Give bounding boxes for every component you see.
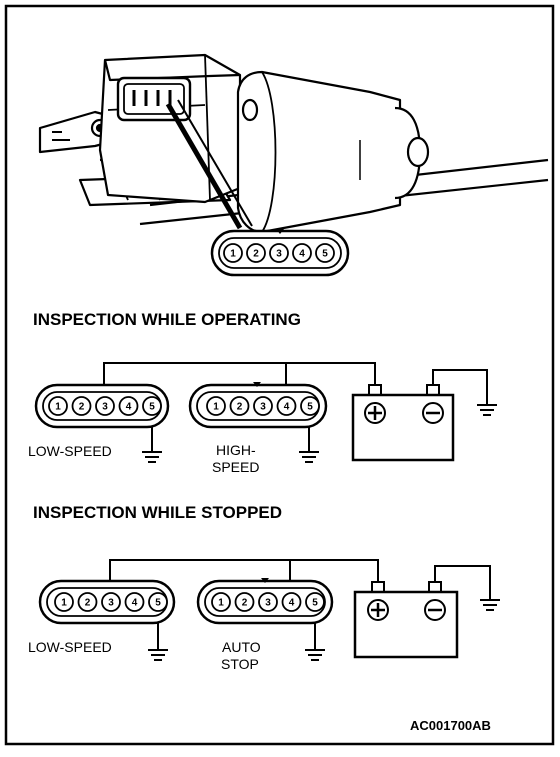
ground-icon [305, 649, 325, 661]
pin-label-stopped-low-2: 2 [85, 598, 91, 609]
figure-code: AC001700AB [410, 718, 491, 733]
wiring-stopped [109, 559, 491, 650]
battery-icon [353, 581, 459, 659]
pin-zoom-5 [315, 243, 335, 263]
pin-stopped-low-5 [148, 592, 168, 612]
label-high-speed-line2: SPEED [212, 459, 259, 475]
pin-stopped-low-2 [77, 592, 98, 612]
pin-label-operating-high-3: 3 [260, 402, 266, 413]
ground-icon [299, 451, 319, 463]
pin-label-stopped-low-1: 1 [61, 598, 67, 609]
pin-label-stopped-auto-5: 5 [312, 598, 318, 609]
pin-stopped-low-1 [54, 592, 74, 612]
pin-label-operating-high-5: 5 [307, 402, 313, 413]
pin-zoom-1 [223, 243, 243, 263]
pin-operating-low-5 [142, 396, 162, 416]
pin-operating-low-1 [48, 396, 68, 416]
pin-label-operating-high-4: 4 [284, 402, 290, 413]
pin-operating-low-4 [118, 396, 139, 416]
pin-stopped-auto-1 [211, 592, 231, 612]
pin-label-zoom-3: 3 [276, 249, 282, 260]
pin-label-operating-high-1: 1 [213, 402, 219, 413]
pin-label-stopped-auto-3: 3 [265, 598, 271, 609]
pin-label-stopped-auto-1: 1 [218, 598, 224, 609]
pin-label-zoom-2: 2 [253, 249, 259, 260]
pin-stopped-low-3 [101, 592, 121, 612]
pin-stopped-auto-3 [258, 592, 278, 612]
pin-layer: 1 2 3 4 5 1 2 3 4 5 1 2 3 4 5 1 2 3 4 5 1 2 3 4 5 [48, 243, 335, 612]
pin-label-stopped-low-5: 5 [155, 598, 161, 609]
label-auto-stop-line2: STOP [221, 656, 259, 672]
pin-operating-high-5 [300, 396, 320, 416]
ground-icon [477, 404, 497, 416]
key-mark [276, 229, 284, 234]
pin-operating-high-4 [276, 396, 297, 416]
ground-icon [480, 599, 500, 611]
pin-operating-high-3 [253, 396, 273, 416]
ground-icon [148, 649, 168, 661]
label-low-speed-operating: LOW-SPEED [28, 443, 112, 459]
pin-zoom-4 [292, 243, 312, 263]
ground-icon [142, 451, 162, 463]
pin-label-operating-low-2: 2 [79, 402, 85, 413]
pin-label-stopped-low-3: 3 [108, 598, 114, 609]
pin-label-stopped-auto-4: 4 [289, 598, 295, 609]
heading-stopped: INSPECTION WHILE STOPPED [33, 503, 282, 522]
pin-stopped-auto-4 [281, 592, 302, 612]
pin-stopped-auto-5 [305, 592, 325, 612]
label-auto-stop-line1: AUTO [222, 639, 261, 655]
pin-operating-high-2 [229, 396, 250, 416]
pin-operating-low-3 [95, 396, 115, 416]
battery-icon [351, 384, 455, 462]
pin-stopped-low-4 [124, 592, 145, 612]
pin-label-operating-low-4: 4 [126, 402, 132, 413]
outer-border [4, 4, 555, 746]
pin-zoom-3 [269, 243, 289, 263]
pin-operating-high-1 [206, 396, 226, 416]
pin-label-zoom-1: 1 [230, 249, 236, 260]
label-low-speed-stopped: LOW-SPEED [28, 639, 112, 655]
pin-label-zoom-4: 4 [299, 249, 305, 260]
label-high-speed-line1: HIGH- [216, 442, 256, 458]
pin-label-operating-low-3: 3 [102, 402, 108, 413]
pin-label-stopped-low-4: 4 [132, 598, 138, 609]
key-mark [261, 578, 269, 583]
heading-operating: INSPECTION WHILE OPERATING [33, 310, 301, 329]
wiper-motor-illustration [38, 53, 549, 234]
pin-zoom-2 [246, 243, 266, 263]
pin-label-stopped-auto-2: 2 [242, 598, 248, 609]
pin-label-zoom-5: 5 [322, 249, 328, 260]
key-mark [253, 382, 261, 387]
pin-stopped-auto-2 [234, 592, 255, 612]
pin-label-operating-high-2: 2 [237, 402, 243, 413]
pin-label-operating-low-1: 1 [55, 402, 61, 413]
pin-label-operating-low-5: 5 [149, 402, 155, 413]
pin-operating-low-2 [71, 396, 92, 416]
